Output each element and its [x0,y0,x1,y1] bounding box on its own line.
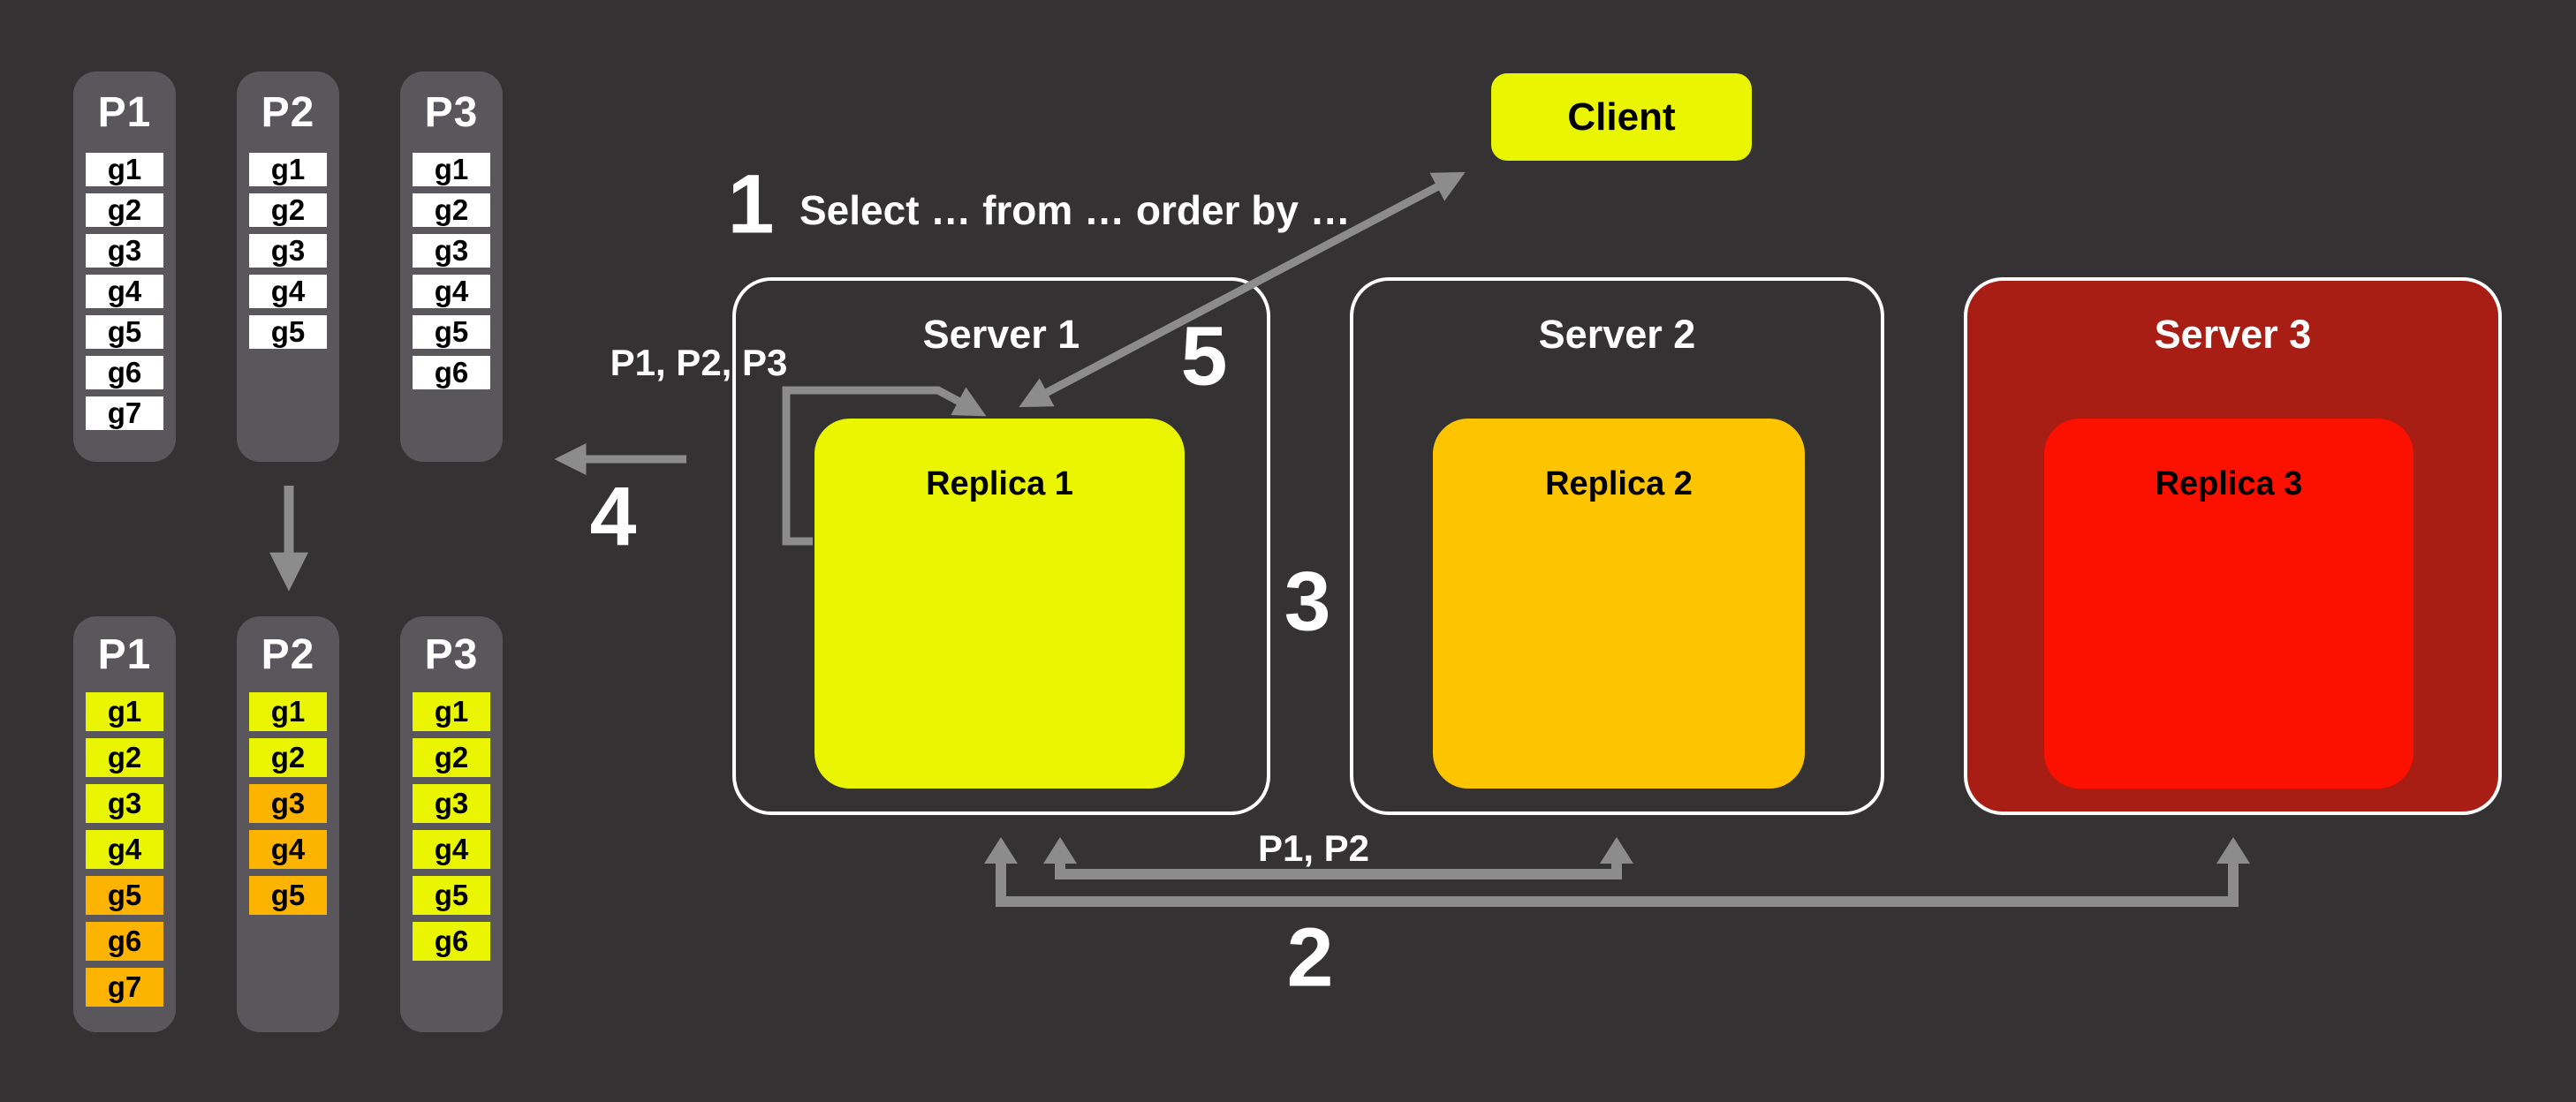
step2-inner-arrowhead-right [1600,837,1633,864]
server-2-box: Server 2 [1350,277,1884,815]
step2-outer-arrowhead-left [984,837,1018,864]
partition-cell: g4 [249,830,327,869]
partition-cell: g1 [413,153,490,186]
partition-cell: g7 [86,968,163,1007]
partition-cells: g1 g2 g3 g4 g5 [249,153,327,349]
query-text: Select … from … order by … [799,187,1351,233]
partition-cells: g1 g2 g3 g4 g5 g6 g7 [86,692,163,1007]
partition-cell: g3 [249,234,327,268]
partition-cells: g1 g2 g3 g4 g5 g6 g7 [86,153,163,430]
partition-column-label: P2 [261,88,315,136]
partition-column-label: P1 [97,630,152,678]
partition-cell: g5 [249,876,327,915]
partition-cell: g1 [86,153,163,186]
partition-cell: g2 [249,193,327,227]
partition-cell: g4 [86,275,163,308]
step-4-number: 4 [589,470,637,564]
partition-cell: g3 [86,234,163,268]
partition-column-p3: P3 g1 g2 g3 g4 g5 g6 [400,616,503,1032]
partition-cell: g6 [86,356,163,389]
partition-column-p3: P3 g1 g2 g3 g4 g5 g6 [400,72,503,462]
partition-column-label: P2 [261,630,315,678]
replica-3-box: Replica 3 [2044,419,2413,789]
partition-cell: g5 [86,315,163,349]
partition-cell: g5 [86,876,163,915]
partition-cell: g5 [413,876,490,915]
client-label: Client [1567,94,1676,139]
partition-cell: g3 [413,234,490,268]
partition-cell: g3 [86,784,163,823]
replica-2-label: Replica 2 [1545,465,1693,502]
replica-2-box: Replica 2 [1433,419,1805,789]
client-box: Client [1491,73,1752,161]
step-3-number: 3 [1284,555,1331,649]
partition-cell: g5 [249,315,327,349]
partitions-partial-label: P1, P2 [1257,827,1370,869]
partition-column-p1: P1 g1 g2 g3 g4 g5 g6 g7 [73,72,176,462]
partition-cell: g1 [413,692,490,731]
partition-cells: g1 g2 g3 g4 g5 g6 [413,692,490,961]
replica-1-box: Replica 1 [814,419,1185,789]
partition-cell: g2 [86,738,163,777]
partition-cell: g3 [249,784,327,823]
step2-outer-bracket [996,869,2239,907]
partition-cell: g4 [86,830,163,869]
partition-cell: g4 [413,275,490,308]
partition-group-unsorted: P1 g1 g2 g3 g4 g5 g6 g7 P2 g1 g2 g3 g4 g5 P3 g1 g2 g3 g4 g5… [73,72,506,462]
partition-cells: g1 g2 g3 g4 g5 g6 [413,153,490,389]
partition-column-p1: P1 g1 g2 g3 g4 g5 g6 g7 [73,616,176,1032]
partition-cells: g1 g2 g3 g4 g5 [249,692,327,915]
replica-3-label: Replica 3 [2155,465,2303,502]
step-2-number: 2 [1286,910,1334,1005]
partition-group-sorted: P1 g1 g2 g3 g4 g5 g6 g7 P2 g1 g2 g3 g4 g5 P3 g1 g2 g3 g4 g5… [73,616,506,1032]
partition-cell: g7 [86,396,163,430]
partition-cell: g2 [86,193,163,227]
partition-cell: g6 [413,356,490,389]
replica-1-label: Replica 1 [926,465,1073,502]
partition-cell: g6 [86,922,163,961]
partition-column-label: P1 [97,88,152,136]
partition-cell: g4 [413,830,490,869]
partition-cell: g5 [413,315,490,349]
partition-cell: g1 [249,692,327,731]
server-3-title: Server 3 [2154,312,2312,357]
partition-column-label: P3 [424,630,479,678]
partition-column-p2: P2 g1 g2 g3 g4 g5 [237,72,339,462]
partition-cell: g4 [249,275,327,308]
partition-cell: g2 [413,738,490,777]
partition-cell: g1 [249,153,327,186]
step-1-number: 1 [727,157,775,252]
partition-column-label: P3 [424,88,479,136]
step-5-number: 5 [1180,309,1228,404]
step2-inner-arrowhead-left [1043,837,1077,864]
server-2-title: Server 2 [1538,312,1696,357]
partition-cell: g6 [413,922,490,961]
partition-cell: g1 [86,692,163,731]
step2-outer-arrowhead-right [2216,837,2250,864]
partition-cell: g3 [413,784,490,823]
partition-column-p2: P2 g1 g2 g3 g4 g5 [237,616,339,1032]
partition-cell: g2 [413,193,490,227]
partitions-full-label: P1, P2, P3 [610,342,788,383]
partition-cell: g2 [249,738,327,777]
